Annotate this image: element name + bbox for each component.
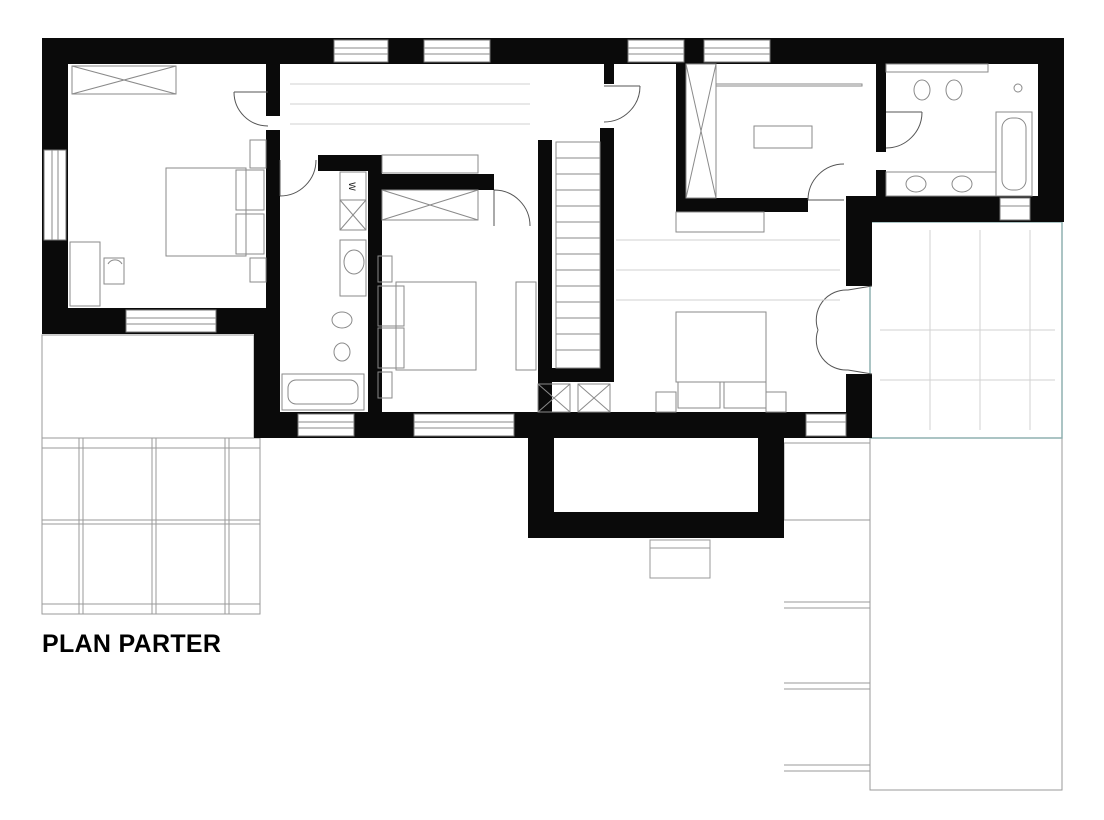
windows [43, 39, 1031, 437]
floor-pattern [290, 83, 840, 301]
bedroom-1-furniture [69, 65, 267, 307]
entrance-steps [649, 539, 711, 579]
staircase [537, 141, 611, 413]
pergola-terrace [41, 334, 261, 615]
terrace-right [783, 221, 1063, 791]
bedroom-2-furniture [377, 154, 537, 399]
bathroom-2-fixtures [885, 63, 1033, 197]
bedroom-3-furniture [655, 311, 787, 413]
exterior-walls [42, 38, 1064, 538]
plan-title: PLAN PARTER [42, 630, 222, 658]
doors [233, 85, 923, 375]
dressing-room-furniture [675, 63, 863, 233]
bathroom-1-fixtures: W [281, 171, 367, 411]
fixture-label: W [346, 182, 356, 191]
